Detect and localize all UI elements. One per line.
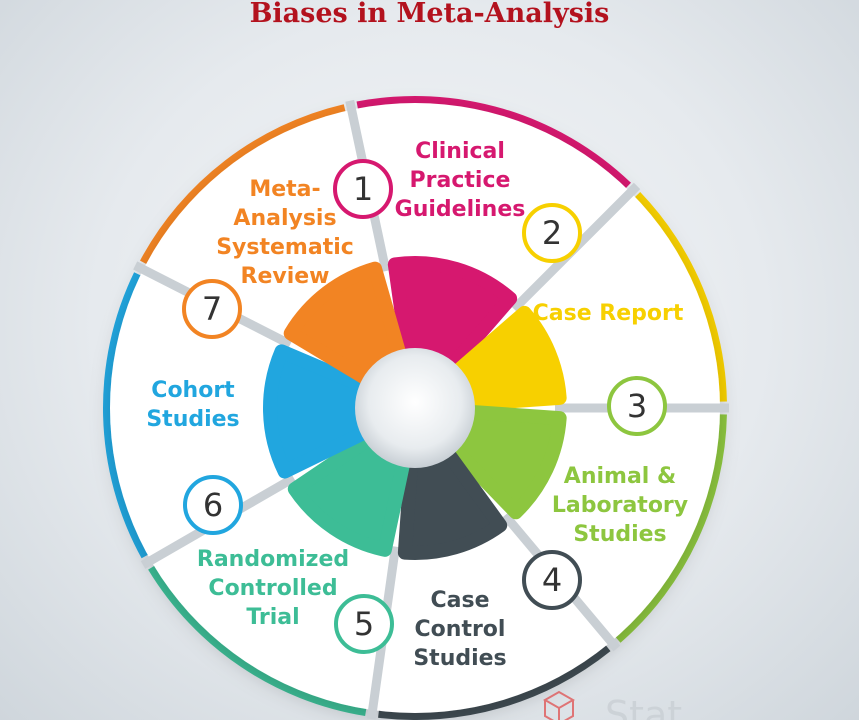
center-hub (355, 348, 475, 468)
segment-label-line: Animal & (564, 464, 676, 489)
segment-label-line: Systematic (216, 235, 354, 260)
watermark: Stat (542, 690, 682, 720)
segment-label-line: Meta- (249, 177, 320, 202)
title-text: Biases in Meta-Analysis (249, 0, 610, 29)
watermark-text: Stat (605, 693, 682, 720)
segment-label-line: Analysis (233, 206, 336, 231)
rim-arc-6 (102, 272, 153, 559)
badge-number: 1 (353, 170, 373, 208)
segment-label-line: Studies (146, 407, 239, 432)
segment-label-line: Laboratory (552, 493, 688, 518)
page-title: Biases in Meta-Analysis (0, 0, 859, 27)
number-badges: 1 2 3 4 5 6 7 (182, 159, 667, 654)
badge-number: 6 (203, 486, 223, 524)
number-badge-1: 1 (333, 159, 393, 219)
segment-label-line: Cohort (151, 378, 235, 403)
segment-label-line: Studies (573, 522, 666, 547)
number-badge-4: 4 (522, 550, 582, 610)
segment-label-line: Controlled (208, 576, 337, 601)
segment-label-line: Control (415, 617, 506, 642)
badge-number: 4 (542, 561, 562, 599)
segment-label-line: Case (430, 588, 489, 613)
badge-number: 7 (202, 290, 222, 328)
segment-label-line: Studies (413, 646, 506, 671)
number-badge-5: 5 (334, 594, 394, 654)
segment-label-line: Practice (410, 168, 511, 193)
number-badge-2: 2 (522, 203, 582, 263)
segment-label-line: Trial (246, 605, 299, 630)
segment-label-line: Clinical (415, 139, 505, 164)
segment-label-line: Guidelines (395, 197, 526, 222)
segment-label-2: Case Report (533, 301, 684, 326)
segment-label-line: Review (241, 264, 330, 289)
segment-label-line: Randomized (197, 547, 349, 572)
number-badge-7: 7 (182, 279, 242, 339)
cube-logo-icon (542, 690, 576, 720)
badge-number: 2 (542, 214, 562, 252)
badge-number: 5 (354, 605, 374, 643)
badge-number: 3 (627, 387, 647, 425)
segment-label-line: Case Report (533, 301, 684, 326)
number-badge-6: 6 (183, 475, 243, 535)
number-badge-3: 3 (607, 376, 667, 436)
